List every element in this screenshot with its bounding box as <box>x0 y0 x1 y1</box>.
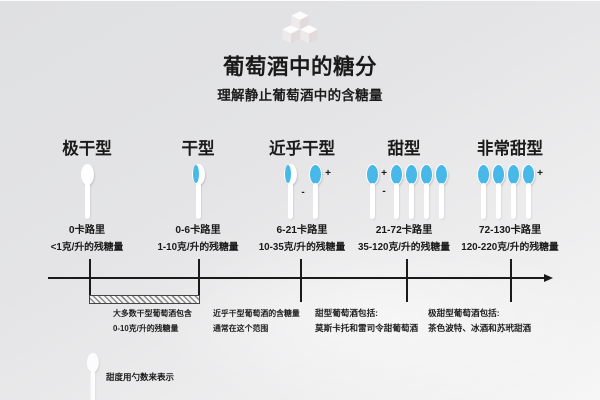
spoon-icon-full <box>309 164 323 220</box>
legend-note: 甜度用勺数来表示 <box>106 372 175 382</box>
spoon-icon-full <box>434 164 448 220</box>
category-very-sweet: 非常甜型 + 72-130卡路里 120-220克/升的残糖量 <box>430 139 590 254</box>
sugar-cubes-icon <box>282 11 318 44</box>
annotation-line: 通常在这个范围 <box>213 324 269 333</box>
annotation-sweet-examples: 甜型葡萄酒包括: 莫斯卡托和雷司令甜葡萄酒 <box>315 306 418 336</box>
category-sweet: 甜型 + - 21-72卡路里 35-120克/升的残糖量 <box>324 139 484 254</box>
spoon-icon-half <box>284 164 298 220</box>
spoon-icon-full <box>477 164 491 220</box>
sugar-label: <1克/升的残糖量 <box>50 242 124 253</box>
axis-tick <box>89 259 91 295</box>
sugar-label: 1-10克/升的残糖量 <box>157 242 239 253</box>
spoon-icon-full <box>365 164 379 220</box>
axis-tick <box>198 259 200 295</box>
plus-sign: + <box>325 168 331 179</box>
spoon-icon-full <box>419 164 433 220</box>
annotation-very-sweet-examples: 极甜型葡萄酒包括: 茶色波特、冰酒和苏玳甜酒 <box>428 306 531 336</box>
annotation-line: 近乎干型葡萄酒的含糖量 <box>213 309 300 318</box>
axis-tick <box>300 259 302 302</box>
page-title: 葡萄酒中的糖分 <box>222 55 377 79</box>
category-dry: 干型 0-6卡路里 1-10克/升的残糖量 <box>118 139 278 254</box>
annotation-off-dry-range: 近乎干型葡萄酒的含糖量 通常在这个范围 <box>213 306 300 336</box>
annotation-line: 茶色波特、冰酒和苏玳甜酒 <box>428 323 532 333</box>
spoon-icon-full <box>492 164 506 220</box>
category-label: 非常甜型 <box>477 140 543 158</box>
spoon-group: + <box>430 164 590 220</box>
plus-sign: + <box>381 168 387 179</box>
spoon-icon-full <box>507 164 521 220</box>
annotation-line: 甜型葡萄酒包括: <box>315 308 379 318</box>
category-off-dry: 近乎干型 - + 6-21卡路里 10-35克/升的残糖量 <box>222 139 382 254</box>
legend-spoon-icon <box>86 353 99 400</box>
minus-sign: - <box>382 186 386 197</box>
category-label: 干型 <box>181 140 215 158</box>
axis-tick <box>510 259 512 302</box>
axis-line <box>48 277 545 279</box>
calories-label: 6-21卡路里 <box>276 225 328 236</box>
annotation-line: 0-10克/升的残糖量 <box>113 324 179 333</box>
page-subtitle: 理解静止葡萄酒中的含糖量 <box>217 88 383 103</box>
calories-label: 0-6卡路里 <box>175 225 221 236</box>
sugar-label: 35-120克/升的残糖量 <box>357 242 450 253</box>
spoon-icon-empty <box>80 164 94 220</box>
spoon-icon-full <box>389 164 403 220</box>
calories-label: 72-130卡路里 <box>478 225 542 236</box>
spoon-group <box>7 164 167 220</box>
spoon-icon-half <box>191 164 205 220</box>
calories-label: 21-72卡路里 <box>375 225 433 236</box>
calories-label: 0卡路里 <box>68 225 106 236</box>
annotation-line: 极甜型葡萄酒包括: <box>428 308 500 318</box>
axis-tick <box>406 259 408 302</box>
spoon-icon-full <box>522 164 536 220</box>
spoon-group <box>118 164 278 220</box>
sugar-label: 10-35克/升的残糖量 <box>258 242 346 253</box>
category-label: 极干型 <box>62 140 112 158</box>
category-bone-dry: 极干型 0卡路里 <1克/升的残糖量 <box>7 139 167 254</box>
annotation-line: 大多数干型葡萄酒包含 <box>113 309 192 318</box>
category-label: 甜型 <box>387 140 421 158</box>
axis-arrowhead-icon <box>544 273 553 282</box>
dry-range-hatch <box>89 295 200 304</box>
annotation-line: 莫斯卡托和雷司令甜葡萄酒 <box>315 323 419 333</box>
spoon-group: - + <box>222 164 382 220</box>
annotation-dry-range: 大多数干型葡萄酒包含 0-10克/升的残糖量 <box>113 306 192 336</box>
spoon-group: + - <box>324 164 484 220</box>
plus-sign: + <box>537 168 543 179</box>
category-label: 近乎干型 <box>269 140 335 158</box>
sugar-label: 120-220克/升的残糖量 <box>461 242 559 253</box>
minus-sign: - <box>301 187 305 198</box>
spoon-icon-full <box>404 164 418 220</box>
